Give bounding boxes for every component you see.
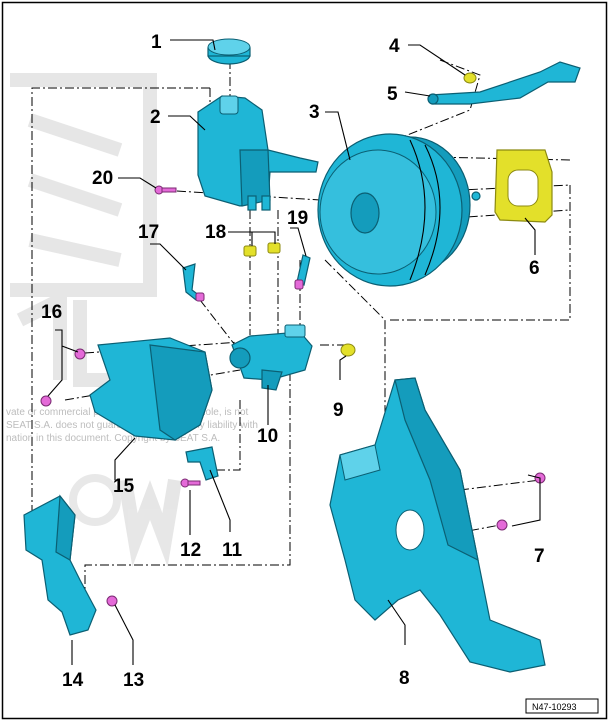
callout-labels: 1 2 3 4 5 6 7 8 9 10 11 12 13 14 15 16 1… xyxy=(41,32,545,691)
callout-19: 19 xyxy=(287,208,308,229)
fluid-reservoir xyxy=(197,95,319,211)
callout-12: 12 xyxy=(180,540,201,561)
master-cylinder xyxy=(229,324,313,391)
leader-lines xyxy=(47,39,541,665)
callout-13: 13 xyxy=(123,670,144,691)
clip-4 xyxy=(463,72,477,84)
callout-4: 4 xyxy=(389,36,400,57)
callout-14: 14 xyxy=(62,670,84,691)
heat-shield xyxy=(89,337,213,441)
callout-5: 5 xyxy=(387,84,398,105)
gasket xyxy=(494,149,553,223)
callout-9: 9 xyxy=(333,400,344,421)
callout-8: 8 xyxy=(399,668,410,689)
watermark-line-3: nation in this document. Copyright by SE… xyxy=(6,433,220,444)
bolt-13 xyxy=(106,595,118,607)
callout-2: 2 xyxy=(150,107,161,128)
sensor-19 xyxy=(294,254,311,290)
reference-number: N47-10293 xyxy=(532,702,577,712)
bolt-20 xyxy=(154,185,177,195)
callout-3: 3 xyxy=(309,102,320,123)
callout-16: 16 xyxy=(41,302,62,323)
callout-18: 18 xyxy=(205,222,226,243)
clips-18 xyxy=(243,242,281,257)
bracket-11 xyxy=(185,446,219,481)
watermark-logo xyxy=(10,73,182,567)
callout-1: 1 xyxy=(151,32,162,53)
callout-10: 10 xyxy=(257,426,278,447)
callout-17: 17 xyxy=(138,222,159,243)
pedal-assembly xyxy=(329,377,546,673)
callout-7: 7 xyxy=(534,546,545,567)
reference-box xyxy=(525,698,599,714)
bracket-14 xyxy=(23,494,97,636)
callout-6: 6 xyxy=(529,258,540,279)
callout-20: 20 xyxy=(92,168,113,189)
callout-15: 15 xyxy=(113,476,135,497)
clip-9 xyxy=(340,343,356,357)
callout-11: 11 xyxy=(222,540,243,561)
bolts-7 xyxy=(496,472,546,531)
brake-pipe xyxy=(427,61,581,105)
brake-servo xyxy=(317,133,481,287)
reservoir-cap xyxy=(207,38,251,65)
bolt-12 xyxy=(180,478,201,488)
sensor-17 xyxy=(182,263,205,302)
